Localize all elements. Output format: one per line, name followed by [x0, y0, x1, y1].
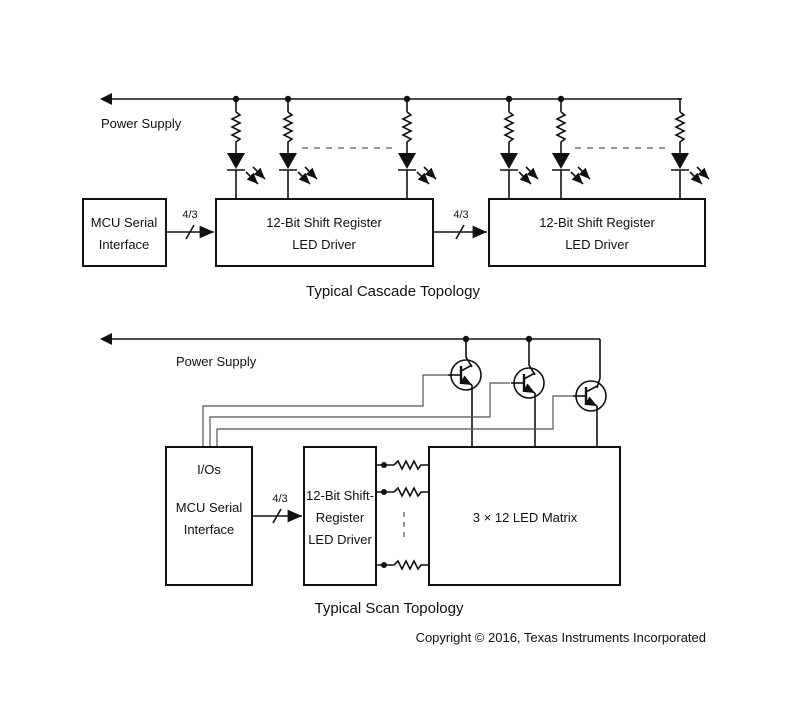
cascade-topology: Power Supply MCU Serial Interface 4/3 12…	[82, 93, 710, 300]
led-branches	[227, 95, 710, 199]
transistor-collector	[585, 385, 598, 393]
io-line	[216, 395, 573, 447]
mcu-label-line2: Interface	[184, 522, 235, 537]
wire	[678, 98, 681, 112]
io-line	[209, 382, 510, 447]
scan-caption: Typical Scan Topology	[315, 600, 464, 617]
driver2-line2: LED Driver	[565, 237, 629, 252]
led-branch	[398, 95, 437, 199]
wire	[465, 339, 473, 368]
light-arrow-icon	[245, 171, 259, 185]
resistor-rows	[376, 459, 429, 571]
resistor-icon	[393, 459, 429, 471]
resistor-icon	[674, 111, 686, 153]
transistor-icon	[573, 339, 607, 447]
transistor-emitter	[459, 375, 473, 386]
resistor-icon	[282, 111, 294, 153]
matrix-label: 3 × 12 LED Matrix	[473, 510, 578, 525]
led-branch	[552, 95, 591, 199]
transistor-emitter	[584, 396, 598, 407]
driver2-line1: 12-Bit Shift Register	[539, 215, 655, 230]
resistor-icon	[230, 111, 242, 153]
driver1-line2: LED Driver	[292, 237, 356, 252]
transistor-emitter	[522, 383, 536, 394]
bus-slash	[272, 508, 282, 524]
power-supply-label: Power Supply	[176, 354, 257, 369]
junction-dot	[381, 489, 387, 495]
scan-driver-box	[303, 446, 377, 586]
driver-line3: LED Driver	[308, 532, 372, 547]
ios-label: I/Os	[197, 462, 221, 477]
led-diode-icon	[279, 153, 297, 169]
driver1-line1: 12-Bit Shift Register	[266, 215, 382, 230]
power-supply-label: Power Supply	[101, 116, 182, 131]
resistor-row	[376, 486, 429, 498]
light-arrow-icon	[525, 166, 539, 180]
led-diode-icon	[500, 153, 518, 169]
light-arrow-icon	[423, 166, 437, 180]
transistor-collector	[460, 364, 473, 372]
bus-slash	[185, 224, 195, 240]
junction-dot	[381, 462, 387, 468]
led-branch	[671, 98, 710, 199]
transistor-collector	[523, 372, 536, 380]
led-diode-icon	[552, 153, 570, 169]
transistor-icon	[448, 335, 482, 447]
light-arrow-icon	[696, 166, 710, 180]
light-arrow-icon	[577, 166, 591, 180]
bus-label: 4/3	[453, 209, 468, 221]
mcu-label-line1: MCU Serial	[91, 215, 158, 230]
power-arrow-icon	[100, 93, 112, 105]
led-driver-box-2	[488, 198, 706, 267]
transistor-group	[448, 335, 607, 447]
resistor-icon	[401, 111, 413, 153]
led-branch	[500, 95, 539, 199]
driver-line1: 12-Bit Shift-	[306, 488, 374, 503]
bus-label: 4/3	[272, 493, 287, 505]
driver-line2: Register	[316, 510, 365, 525]
led-diode-icon	[398, 153, 416, 169]
cascade-caption: Typical Cascade Topology	[306, 283, 480, 300]
mcu-label-line2: Interface	[99, 237, 150, 252]
wire	[596, 339, 601, 389]
resistor-icon	[393, 486, 429, 498]
mcu-serial-box	[82, 198, 167, 267]
light-arrow-icon	[297, 171, 311, 185]
light-arrow-icon	[416, 171, 430, 185]
transistor-icon	[511, 335, 545, 447]
light-arrow-icon	[252, 166, 266, 180]
light-arrow-icon	[570, 171, 584, 185]
junction-dot	[381, 562, 387, 568]
bus-slash	[455, 224, 465, 240]
led-branch	[227, 95, 266, 199]
light-arrow-icon	[304, 166, 318, 180]
led-branch	[279, 95, 318, 199]
resistor-icon	[393, 559, 429, 571]
resistor-icon	[555, 111, 567, 153]
scan-topology: Power Supply I/Os MCU Serial Interface 4…	[100, 333, 621, 617]
led-diode-icon	[227, 153, 245, 169]
io-line	[202, 374, 448, 447]
resistor-icon	[503, 111, 515, 153]
resistor-row	[376, 559, 429, 571]
light-arrow-icon	[518, 171, 532, 185]
led-driver-box-1	[215, 198, 434, 267]
scan-mcu-box	[165, 446, 253, 586]
led-diode-icon	[671, 153, 689, 169]
light-arrow-icon	[689, 171, 703, 185]
mcu-label-line1: MCU Serial	[176, 500, 243, 515]
power-arrow-icon	[100, 333, 112, 345]
resistor-row	[376, 459, 429, 471]
copyright-text: Copyright © 2016, Texas Instruments Inco…	[416, 630, 706, 645]
led-matrix-box	[428, 446, 621, 586]
wire	[528, 339, 536, 376]
bus-label: 4/3	[182, 209, 197, 221]
